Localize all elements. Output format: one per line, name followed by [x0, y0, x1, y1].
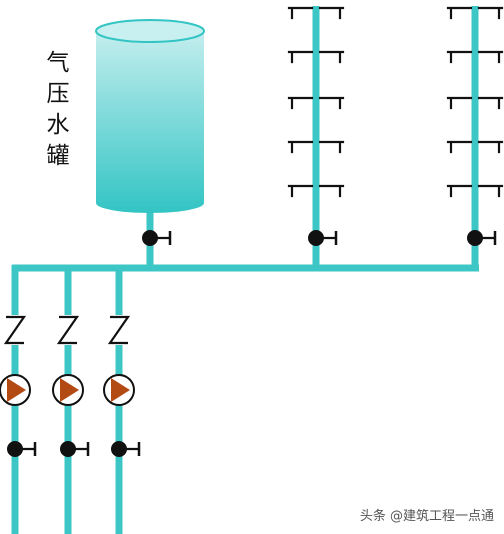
faucet-left [287, 50, 314, 64]
fixture-group [287, 6, 504, 198]
valve-body [111, 441, 127, 457]
tank-label-char-2: 压 [46, 81, 70, 107]
tank-label-char-1: 气 [46, 50, 70, 76]
faucet-right [318, 184, 345, 198]
faucet-left [446, 184, 473, 198]
gate-valve [308, 230, 338, 246]
faucet-fixture-pair [287, 184, 345, 198]
faucet-left [446, 6, 473, 20]
valve-group [7, 230, 497, 457]
valve-body [60, 441, 76, 457]
faucet-fixture-pair [446, 50, 504, 64]
faucet-right [318, 6, 345, 20]
gate-valve [142, 230, 172, 246]
pressure-tank-label: 气 压 水 罐 [44, 48, 72, 172]
pump-arrow [7, 378, 26, 402]
check-valve [56, 315, 80, 345]
faucet-right [477, 184, 504, 198]
check-valve [107, 315, 131, 345]
faucet-left [287, 96, 314, 110]
faucet-right [477, 96, 504, 110]
faucet-fixture-pair [287, 96, 345, 110]
pipe-network [11, 6, 479, 534]
faucet-left [446, 140, 473, 154]
gate-valve [467, 230, 497, 246]
check-valve [3, 315, 27, 345]
faucet-left [287, 6, 314, 20]
watermark: 头条 @建筑工程一点通 [359, 509, 494, 524]
valve-body [142, 230, 158, 246]
faucet-right [318, 50, 345, 64]
faucet-left [287, 184, 314, 198]
pump-arrow [111, 378, 130, 402]
valve-body [467, 230, 483, 246]
gate-valve [111, 441, 141, 457]
faucet-fixture-pair [446, 184, 504, 198]
faucet-fixture-pair [287, 50, 345, 64]
faucet-left [446, 50, 473, 64]
faucet-right [318, 96, 345, 110]
gate-valve [60, 441, 90, 457]
faucet-left [446, 96, 473, 110]
tank-label-char-3: 水 [46, 112, 70, 138]
faucet-fixture-pair [446, 96, 504, 110]
tank-body [96, 31, 204, 213]
pump [0, 374, 31, 406]
faucet-fixture-pair [287, 6, 345, 20]
faucet-left [287, 140, 314, 154]
faucet-fixture-pair [446, 6, 504, 20]
check-valve-group [3, 315, 131, 345]
faucet-right [477, 6, 504, 20]
pump [103, 374, 135, 406]
valve-body [7, 441, 23, 457]
pump-arrow [60, 378, 79, 402]
pump-group [0, 374, 135, 406]
tank-label-char-4: 罐 [46, 143, 70, 169]
faucet-fixture-pair [446, 140, 504, 154]
pump [52, 374, 84, 406]
faucet-fixture-pair [287, 140, 345, 154]
faucet-right [318, 140, 345, 154]
faucet-right [477, 50, 504, 64]
pressure-tank [95, 19, 205, 213]
faucet-right [477, 140, 504, 154]
valve-body [308, 230, 324, 246]
tank-top [95, 19, 205, 43]
gate-valve [7, 441, 37, 457]
